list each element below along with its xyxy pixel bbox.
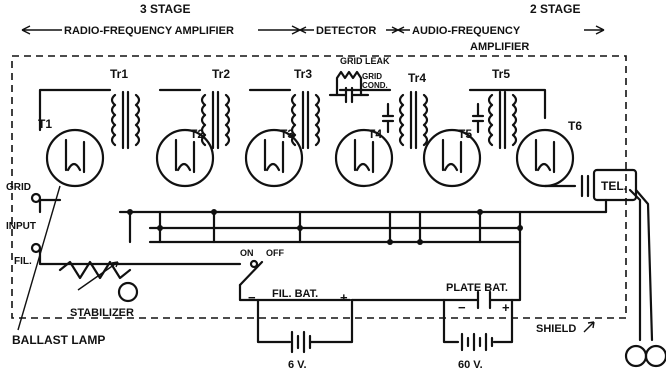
ballast-lamp xyxy=(117,281,139,303)
fil-label: FIL. xyxy=(14,256,32,267)
grid-label: GRID xyxy=(6,182,31,193)
headphone-right xyxy=(644,344,666,368)
grid-cond-label-2: COND. xyxy=(362,81,388,90)
tr5-label: Tr5 xyxy=(492,67,510,81)
transformer-tr1 xyxy=(110,90,141,150)
plate-condenser xyxy=(476,290,492,310)
transformer-tr4 xyxy=(398,90,429,150)
transformer-tr2 xyxy=(200,90,231,150)
grid-cond-label-1: GRID xyxy=(362,72,382,81)
on-off-switch[interactable] xyxy=(238,260,264,287)
input-label: INPUT xyxy=(6,221,36,232)
tube-t1 xyxy=(45,128,105,188)
plate-bat-plus: + xyxy=(502,300,510,315)
switch-off-label: OFF xyxy=(266,248,284,258)
rf-stage-label: 3 STAGE xyxy=(140,2,190,16)
t4-label: T4 xyxy=(368,127,382,141)
fil-voltage-label: 6 V. xyxy=(288,359,307,371)
bypass-condenser-2 xyxy=(471,102,485,134)
shield-box xyxy=(11,55,627,319)
plate-voltage-label: 60 V. xyxy=(458,359,483,371)
rf-amplifier-label: RADIO-FREQUENCY AMPLIFIER xyxy=(64,25,234,37)
switch-on-contact[interactable] xyxy=(249,259,259,269)
fil-bat-plus: + xyxy=(340,290,348,305)
grid-condenser xyxy=(328,86,370,104)
grid-terminal[interactable] xyxy=(30,192,42,204)
shield-label: SHIELD xyxy=(536,323,576,335)
af-stage-label: 2 STAGE xyxy=(530,2,580,16)
tube-t2 xyxy=(155,128,215,188)
tube-t3 xyxy=(244,128,304,188)
tube-t5 xyxy=(422,128,482,188)
plate-battery xyxy=(460,332,494,352)
detector-label: DETECTOR xyxy=(316,25,376,37)
detector-arrow xyxy=(299,26,399,34)
tr1-label: Tr1 xyxy=(110,67,128,81)
fil-bat-minus: − xyxy=(248,290,256,305)
ballast-lamp-label: BALLAST LAMP xyxy=(12,333,105,347)
bypass-condenser-1 xyxy=(381,102,395,134)
t1-label: T1 xyxy=(38,117,52,131)
stabilizer-arrow xyxy=(77,261,119,291)
fil-bat-wire xyxy=(238,283,352,302)
t2-label: T2 xyxy=(190,127,204,141)
t6-label: T6 xyxy=(568,119,582,133)
plate-bat-wire xyxy=(350,240,522,302)
plate-bat-minus: − xyxy=(458,300,466,315)
af-amplifier-label: AUDIO-FREQUENCY xyxy=(412,25,521,37)
shield-arrow xyxy=(583,321,595,333)
transformer-tr3 xyxy=(290,90,321,150)
tube-t4 xyxy=(334,128,394,188)
tel-wire xyxy=(543,184,608,214)
junction-dots xyxy=(127,209,523,245)
fil-terminal[interactable] xyxy=(30,242,42,254)
t3-label: T3 xyxy=(280,127,294,141)
fil-bat-label: FIL. BAT. xyxy=(272,288,318,300)
grid-leak-label: GRID LEAK xyxy=(340,56,390,66)
tel-condenser xyxy=(580,174,590,198)
ballast-pointer xyxy=(17,185,61,331)
tel-jack[interactable] xyxy=(592,168,638,202)
top-bus xyxy=(38,88,547,132)
plate-bat-leads xyxy=(442,298,514,344)
input-grid-wire xyxy=(38,198,62,214)
transformer-tr5 xyxy=(487,90,518,150)
fil-battery xyxy=(290,330,312,354)
tr3-label: Tr3 xyxy=(294,67,312,81)
fil-bat-leads xyxy=(256,298,354,344)
rf-amplifier-arrow xyxy=(21,25,301,35)
headphone-left xyxy=(624,344,648,368)
switch-on-label: ON xyxy=(240,248,254,258)
tel-label: TEL. xyxy=(601,179,627,193)
af-amplifier-label-2: AMPLIFIER xyxy=(470,41,529,53)
headphone-cord xyxy=(628,188,654,342)
plate-bat-label: PLATE BAT. xyxy=(446,282,508,294)
af-amplifier-arrow xyxy=(397,25,605,35)
stabilizer-resistor xyxy=(58,260,132,280)
stabilizer-label: STABILIZER xyxy=(70,307,134,319)
tr2-label: Tr2 xyxy=(212,67,230,81)
tube-t6 xyxy=(515,128,575,188)
t5-label: T5 xyxy=(458,127,472,141)
grid-leak-resistor xyxy=(335,70,363,97)
tr4-label: Tr4 xyxy=(408,71,426,85)
